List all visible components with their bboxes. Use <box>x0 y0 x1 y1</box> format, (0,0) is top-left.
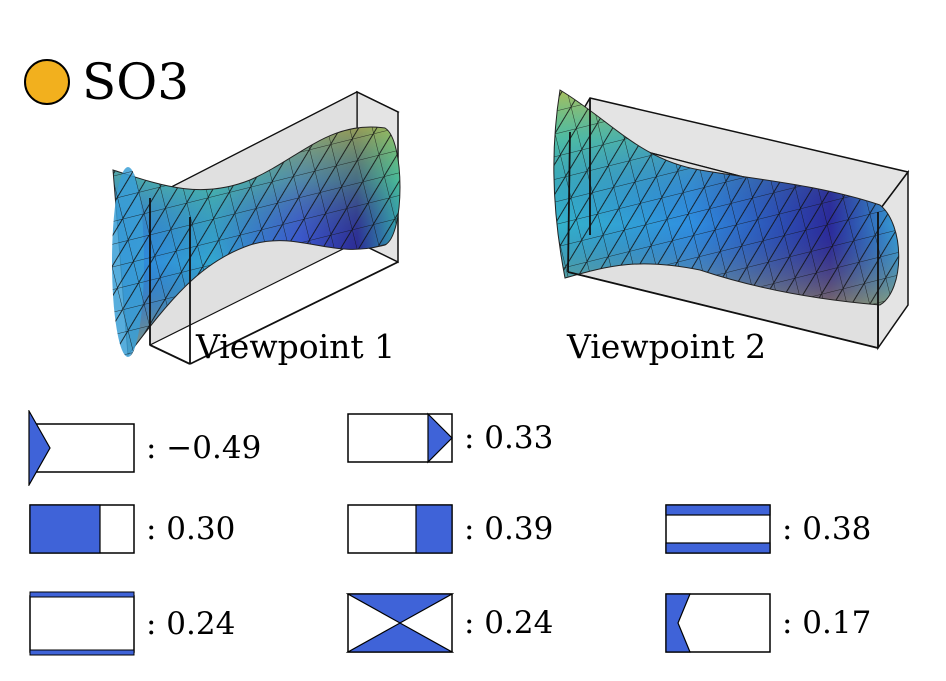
viewpoint-2-label: Viewpoint 2 <box>567 327 767 366</box>
legend-value: : 0.33 <box>464 419 554 456</box>
thin-stripes-icon <box>29 591 135 656</box>
horizontal-stripes-icon <box>665 504 771 554</box>
bounding-box-1-front <box>149 198 399 365</box>
hourglass-icon <box>346 593 454 653</box>
legend-item-stripes-thin: : 0.24 <box>28 586 235 662</box>
legend-item-stripes-thick: : 0.38 <box>664 501 871 557</box>
legend-value: : −0.49 <box>146 429 262 466</box>
block-right-icon <box>347 504 453 554</box>
legend-item-block-right: : 0.39 <box>346 501 553 557</box>
legend-item-arrow-right: : 0.33 <box>346 410 553 466</box>
legend-item-block-left: : 0.30 <box>28 501 235 557</box>
arrow-right-icon <box>347 412 453 464</box>
legend-value: : 0.39 <box>464 510 554 547</box>
block-left-icon <box>29 504 135 554</box>
legend-value: : 0.17 <box>782 604 872 641</box>
title-block: SO3 <box>24 52 189 112</box>
legend-value: : 0.24 <box>464 604 554 641</box>
legend-value: : 0.24 <box>146 605 236 642</box>
legend-item-notch-left: : 0.17 <box>664 590 871 656</box>
legend-value: : 0.38 <box>782 510 872 547</box>
viewpoint-1-label: Viewpoint 1 <box>196 327 396 366</box>
bounding-box-2-front <box>567 98 879 349</box>
legend-item-arrow-left: : −0.49 <box>28 410 261 486</box>
figure-title: SO3 <box>82 53 190 111</box>
arrow-left-icon <box>28 410 135 486</box>
legend-value: : 0.30 <box>146 510 236 547</box>
legend-item-hourglass: : 0.24 <box>346 590 553 656</box>
series-marker-icon <box>24 59 70 105</box>
notch-left-icon <box>665 593 771 653</box>
